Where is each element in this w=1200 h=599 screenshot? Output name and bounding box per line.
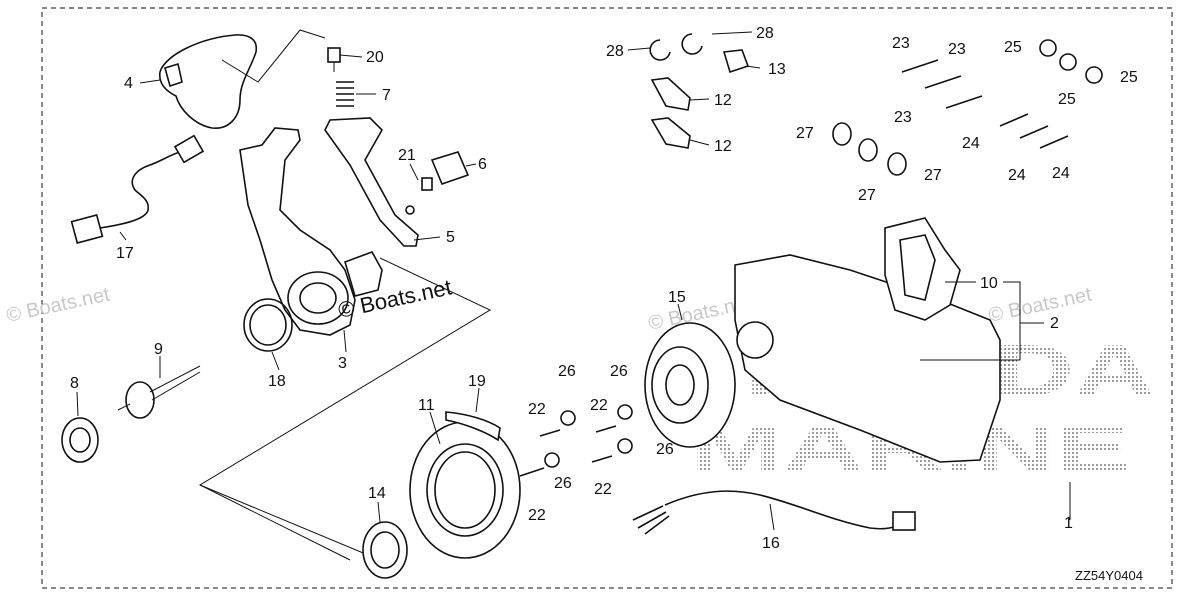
part-rotor-15 [644,322,736,448]
callout-22d: 22 [594,481,612,498]
callout-6: 6 [478,156,487,173]
part-cable-16 [632,490,916,535]
part-bracket-6 [430,151,470,186]
part-grip [158,34,258,129]
callout-20: 20 [366,49,384,66]
diagram-code: ZZ54Y0404 [1075,568,1143,583]
callout-18: 18 [268,373,286,390]
watermark-left: © Boats.net [4,283,112,326]
leader-lines [76,31,1071,531]
subassembly-outline [198,257,492,561]
callout-9: 9 [154,341,163,358]
callout-25a: 25 [1004,39,1022,56]
callout-labels: 1 2 3 4 5 6 7 8 9 10 11 12 12 13 14 15 1… [70,25,1138,552]
callout-14: 14 [368,485,386,502]
callout-26a: 26 [558,363,576,380]
callout-25c: 25 [1120,69,1138,86]
callout-1: 1 [1064,515,1073,532]
part-plate-12a [650,77,691,111]
callout-21: 21 [398,147,416,164]
callout-4: 4 [124,75,133,92]
part-washers-27 [832,122,907,176]
part-screws-23 [901,59,983,109]
callout-2: 2 [1050,315,1059,332]
part-wire-17 [70,134,205,244]
part-shaft-9 [117,365,201,419]
callout-22b: 22 [590,397,608,414]
part-spring-7 [336,81,354,107]
part-screws-24 [999,113,1069,149]
callout-27b: 27 [858,187,876,204]
callout-27c: 27 [924,167,942,184]
part-strip-19 [445,411,501,442]
part-screw-21 [405,177,433,215]
callout-12a: 12 [714,92,732,109]
part-plate-12b [650,117,691,149]
part-ring-18 [243,298,293,352]
callout-26d: 26 [554,475,572,492]
part-washers-26 [544,404,633,468]
part-drum-11 [409,421,521,559]
callout-28a: 28 [606,43,624,60]
callout-23a: 23 [892,35,910,52]
callout-24a: 24 [962,135,980,152]
part-screws-22 [519,425,617,477]
callout-19: 19 [468,373,486,390]
callout-22a: 22 [528,401,546,418]
part-clip-28a [649,39,671,61]
part-screw-20 [327,47,341,72]
callout-8: 8 [70,375,79,392]
callout-16: 16 [762,535,780,552]
callout-27a: 27 [796,125,814,142]
callout-23b: 23 [948,41,966,58]
callout-28b: 28 [756,25,774,42]
part-arm-3 [239,127,383,336]
callout-13: 13 [768,61,786,78]
callout-24c: 24 [1052,165,1070,182]
callout-26b: 26 [610,363,628,380]
part-lever-5 [324,117,419,247]
callout-23c: 23 [894,109,912,126]
callout-24b: 24 [1008,167,1026,184]
part-clip-28b [681,33,703,55]
callout-11: 11 [418,397,435,414]
part-nuts-25 [1039,39,1103,84]
callout-15: 15 [668,289,686,306]
callout-17: 17 [116,245,134,262]
callout-3: 3 [338,355,347,372]
part-pulley-14 [362,521,408,579]
watermark-right: © Boats.net [986,283,1094,326]
callout-22c: 22 [528,507,546,524]
callout-25b: 25 [1058,91,1076,108]
part-knob-8 [61,417,99,463]
callout-5: 5 [446,229,455,246]
part-gasket-10 [884,217,961,321]
callout-7: 7 [382,87,391,104]
callout-10: 10 [980,275,998,292]
callout-12b: 12 [714,138,732,155]
callout-26c: 26 [656,441,674,458]
part-block-13 [722,49,750,74]
